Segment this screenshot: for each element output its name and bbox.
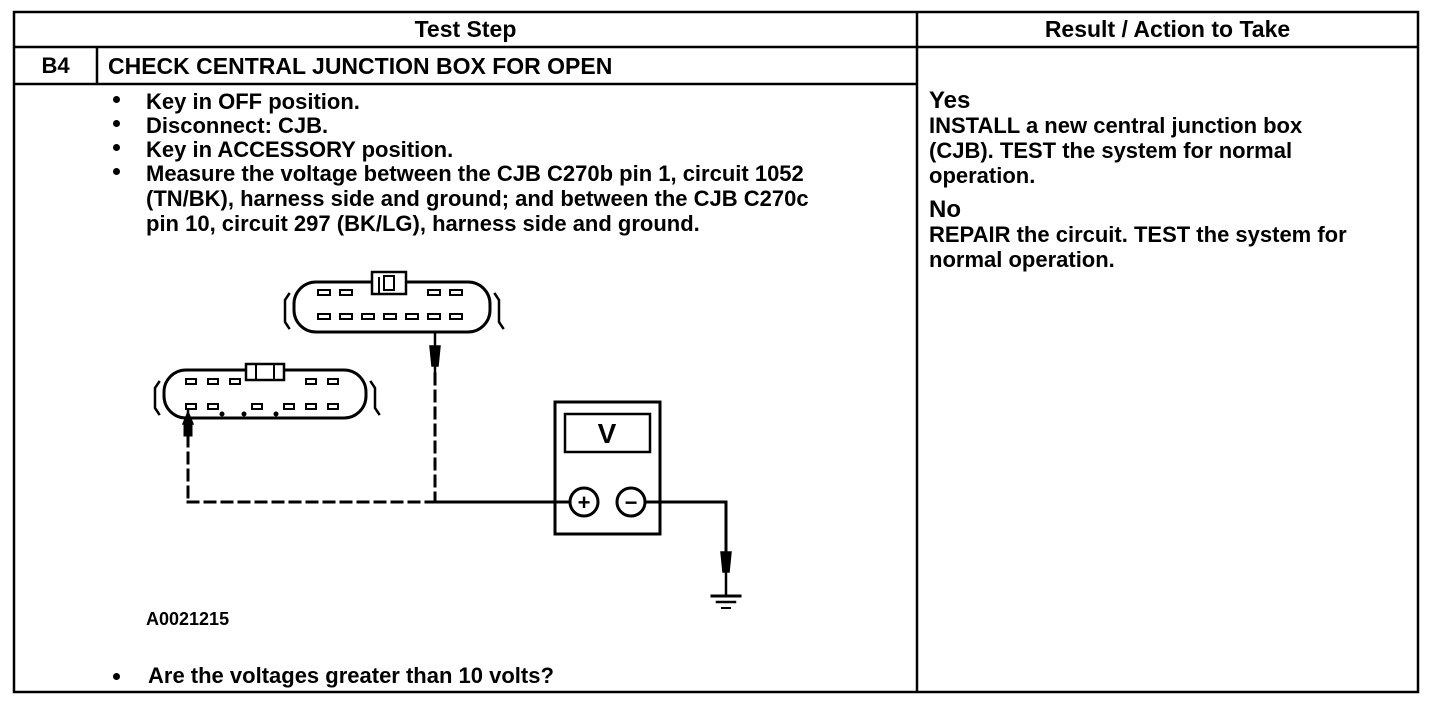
- column-header-result-action: Result / Action to Take: [1044, 16, 1291, 42]
- connector-c270b: [283, 270, 505, 334]
- lead-to-ground: [643, 500, 742, 609]
- instruction-item: Key in OFF position.: [146, 89, 360, 114]
- step-title: CHECK CENTRAL JUNCTION BOX FOR OPEN: [108, 53, 613, 79]
- result-yes-line: INSTALL a new central junction box: [929, 113, 1303, 138]
- bullet-dot: [113, 673, 120, 680]
- probe-c270c-pin10: [181, 408, 195, 437]
- connector-c270c: [153, 362, 381, 420]
- result-no-line: normal operation.: [929, 247, 1115, 272]
- bullet-dot: [113, 120, 120, 127]
- result-no-line: REPAIR the circuit. TEST the system for: [929, 222, 1347, 247]
- result-yes-line: operation.: [929, 163, 1036, 188]
- instruction-item: Measure the voltage between the CJB C270…: [146, 161, 804, 186]
- instruction-item-continued: pin 10, circuit 297 (BK/LG), harness sid…: [146, 211, 700, 236]
- probe-c270b-pin1: [429, 330, 441, 376]
- result-no-label: No: [929, 196, 961, 223]
- instruction-item: Disconnect: CJB.: [146, 113, 329, 138]
- instruction-item: Key in ACCESSORY position.: [146, 137, 454, 162]
- bullet-dot: [113, 96, 120, 103]
- meter-positive-symbol: +: [578, 490, 591, 515]
- step-question: Are the voltages greater than 10 volts?: [148, 663, 554, 688]
- instruction-item-continued: (TN/BK), harness side and ground; and be…: [146, 186, 809, 211]
- result-yes-label: Yes: [929, 87, 971, 114]
- voltage-test-diagram: V + −: [153, 270, 742, 609]
- column-header-test-step: Test Step: [414, 16, 517, 42]
- result-yes-line: (CJB). TEST the system for normal: [929, 138, 1293, 163]
- meter-negative-symbol: −: [625, 490, 638, 515]
- test-leads-dashed: [186, 372, 437, 504]
- step-id: B4: [41, 53, 70, 78]
- meter-display-label: V: [598, 418, 617, 449]
- bullet-dot: [113, 168, 120, 175]
- figure-id: A0021215: [146, 609, 230, 629]
- bullet-dot: [113, 144, 120, 151]
